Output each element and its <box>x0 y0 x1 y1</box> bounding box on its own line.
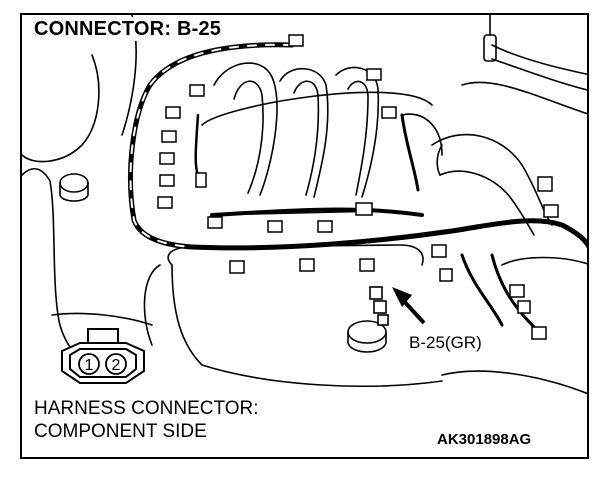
pin-1-label: 1 <box>85 357 94 374</box>
oil-filler-cap <box>347 320 387 353</box>
harness-caption-line2: COMPONENT SIDE <box>34 421 207 442</box>
figure-code: AK301898AG <box>437 431 532 448</box>
pointer-arrow <box>392 287 426 325</box>
reservoir-cap <box>59 173 89 202</box>
connector-pins: 1 2 <box>78 353 127 375</box>
harness-connectors <box>157 34 559 340</box>
harness-caption: HARNESS CONNECTOR: COMPONENT SIDE <box>34 397 259 443</box>
valve-cover <box>143 244 443 387</box>
harness-caption-line1: HARNESS CONNECTOR: <box>34 398 259 419</box>
top-right-bracket <box>461 15 587 115</box>
air-duct <box>431 44 587 236</box>
pin-2-label: 2 <box>112 357 121 374</box>
b25-callout-label: B-25(GR) <box>407 333 484 353</box>
diagram-frame: 1 2 CONNECTOR: B-25 B-25(GR) HARNESS CON… <box>20 13 589 459</box>
intake-manifold <box>201 62 433 216</box>
b25-connector-location <box>369 286 389 326</box>
wiring-harness <box>128 42 587 337</box>
connector-title: CONNECTOR: B-25 <box>31 17 225 41</box>
